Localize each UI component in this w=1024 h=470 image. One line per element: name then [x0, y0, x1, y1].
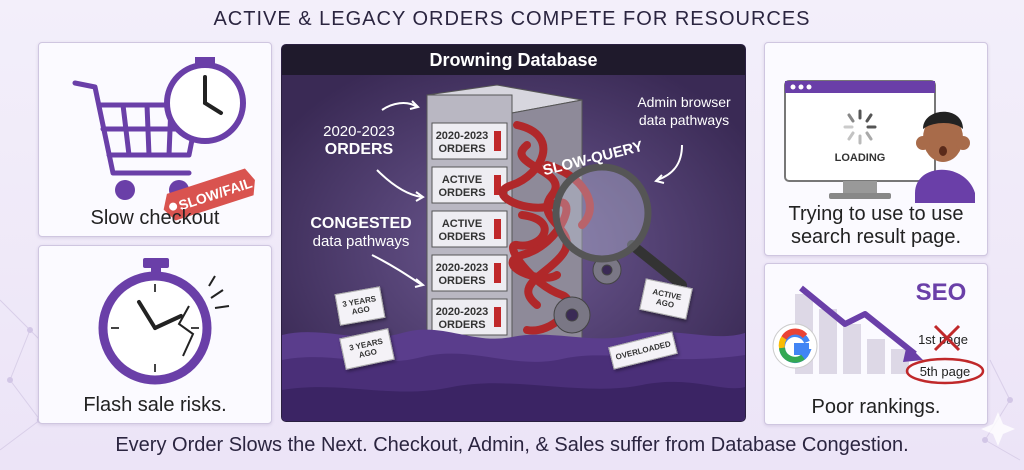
bar-graph [795, 294, 909, 374]
loading-text: LOADING [835, 152, 886, 164]
card-slow-checkout: SLOW/FAIL Slow checkout [38, 42, 272, 237]
server-drawer-label: 2020-2023 [436, 306, 489, 318]
server-drawer-label: ACTIVE [442, 174, 482, 186]
fifth-page-text: 5th page [920, 364, 971, 379]
monitor-icon [784, 80, 936, 199]
flash-sale-caption: Flash sale risks. [83, 394, 227, 416]
center-title: Drowning Database [282, 45, 745, 75]
frustrated-person-icon [915, 111, 975, 203]
magnifier-icon [552, 163, 687, 290]
stopwatch-icon [98, 258, 230, 385]
slow-checkout-caption: Slow checkout [90, 207, 220, 229]
gear-icon [553, 255, 622, 334]
rankings-caption: Poor rankings. [811, 396, 941, 418]
database-illustration: 2020-2023ORDERSACTIVEORDERSACTIVEORDERS2… [282, 75, 745, 421]
server-drawer-label: ORDERS [438, 143, 485, 155]
server-drawer-label: ORDERS [438, 231, 485, 243]
seo-illustration: SEO 1st page 5th page [772, 279, 985, 385]
stopwatch-illustration [98, 258, 230, 385]
cart-clock-illustration: SLOW/FAIL [72, 57, 255, 221]
server-drawer-label: ORDERS [438, 275, 485, 287]
loading-spinner-icon [843, 109, 877, 145]
arrows [371, 100, 683, 288]
clock-icon [164, 57, 246, 144]
server-drawer-label: 2020-2023 [436, 130, 489, 142]
server-drawer-label: ACTIVE [442, 218, 482, 230]
first-page-text: 1st page [918, 332, 968, 347]
headline: ACTIVE & LEGACY ORDERS COMPETE FOR RESOU… [213, 8, 811, 30]
loading-illustration: LOADING [784, 80, 975, 203]
server-drawer-label: 2020-2023 [436, 262, 489, 274]
server-drawer-label: ORDERS [438, 319, 485, 331]
google-logo-icon [772, 323, 818, 369]
server-drawer-label: ORDERS [438, 187, 485, 199]
footer-caption: Every Order Slows the Next. Checkout, Ad… [115, 434, 909, 456]
seo-text: SEO [916, 279, 967, 306]
card-flash-sale: Flash sale risks. [38, 245, 272, 424]
card-rankings: SEO 1st page 5th page Poor rankings. [764, 263, 988, 425]
server-drawers: 2020-2023ORDERSACTIVEORDERSACTIVEORDERS2… [431, 122, 508, 380]
